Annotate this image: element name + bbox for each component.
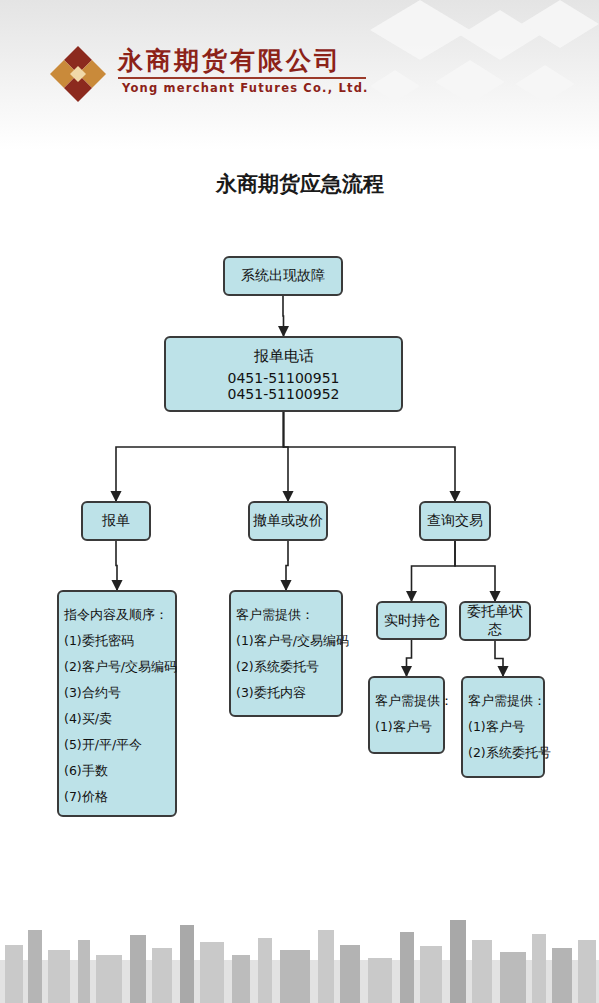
box-item: (2)客户号/交易编码 — [64, 654, 171, 680]
process-box: 系统出现故障 — [223, 256, 343, 296]
process-box: 实时持仓 — [376, 601, 447, 640]
detail-box: 客户需提供：(1)客户号/交易编码(2)系统委托号(3)委托内容 — [229, 590, 343, 717]
company-logo — [50, 46, 106, 102]
diagram-title: 永商期货应急流程 — [0, 170, 599, 198]
box-item: (7)价格 — [64, 784, 171, 810]
process-box: 委托单状态 — [459, 601, 531, 641]
flow-arrow — [286, 541, 288, 590]
box-text: 客户需提供： — [468, 688, 539, 714]
process-box: 查询交易 — [419, 501, 491, 541]
box-item: (4)买/卖 — [64, 706, 171, 732]
box-item: (1)委托密码 — [64, 628, 171, 654]
box-item: 0451-51100951 — [228, 370, 340, 386]
box-text: 委托单状态 — [461, 603, 529, 639]
box-item: (5)开/平/平今 — [64, 732, 171, 758]
box-item: (1)客户号 — [468, 714, 539, 740]
flow-arrow — [412, 541, 456, 601]
process-box: 报单 — [81, 501, 151, 541]
box-item: 0451-51100952 — [228, 386, 340, 402]
box-text: 查询交易 — [427, 512, 483, 530]
flow-arrow — [116, 412, 284, 501]
box-item: (1)客户号/交易编码 — [236, 628, 337, 654]
box-text: 客户需提供： — [375, 688, 439, 714]
detail-box: 客户需提供：(1)客户号 — [368, 676, 445, 754]
box-text: 报单电话 — [174, 347, 393, 366]
header-pattern — [370, 0, 599, 104]
box-item: (1)客户号 — [375, 714, 439, 740]
flow-arrow — [495, 641, 503, 676]
box-item: (3)合约号 — [64, 680, 171, 706]
detail-box: 指令内容及顺序：(1)委托密码(2)客户号/交易编码(3)合约号(4)买/卖(5… — [57, 590, 177, 817]
box-text: 客户需提供： — [236, 602, 337, 628]
header-rule — [118, 77, 366, 79]
process-box: 撤单或改价 — [248, 501, 328, 541]
flow-arrow — [284, 412, 456, 501]
box-text: 报单 — [102, 512, 130, 530]
box-item: (3)委托内容 — [236, 680, 337, 706]
box-text: 指令内容及顺序： — [64, 602, 171, 628]
detail-box: 客户需提供：(1)客户号(2)系统委托号 — [461, 676, 545, 778]
flow-arrow — [282, 296, 284, 336]
company-name: 永商期货有限公司 — [118, 44, 342, 77]
box-text: 撤单或改价 — [253, 512, 323, 530]
company-name-english: Yong merchant Futures Co., Ltd. — [122, 81, 369, 95]
city-skyline — [0, 920, 599, 1003]
flow-arrow — [407, 640, 412, 676]
flow-arrow — [455, 541, 495, 601]
header-band — [0, 0, 599, 150]
box-text: 实时持仓 — [384, 612, 440, 630]
flow-arrow — [116, 541, 117, 590]
box-item: (2)系统委托号 — [236, 654, 337, 680]
box-item: (6)手数 — [64, 758, 171, 784]
box-text: 系统出现故障 — [241, 267, 325, 285]
process-box: 报单电话 0451-511009510451-51100952 — [164, 336, 403, 412]
box-item: (2)系统委托号 — [468, 740, 539, 766]
